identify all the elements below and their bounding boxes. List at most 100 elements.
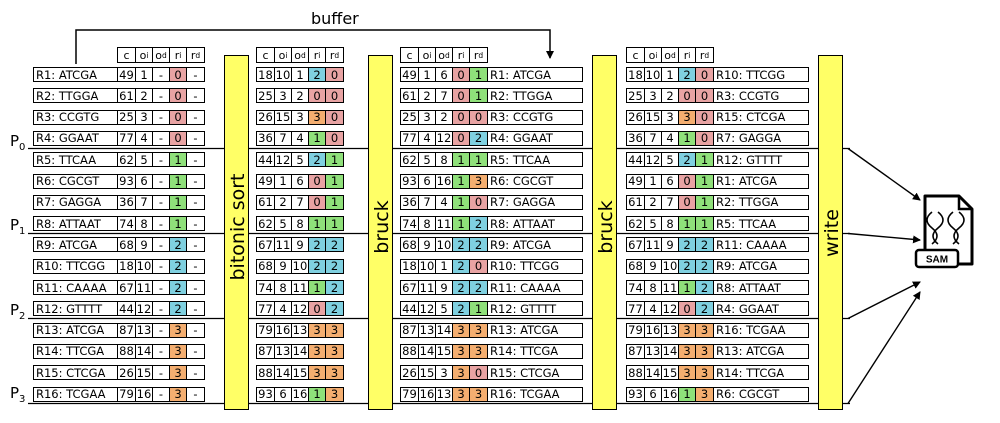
column-header-main: r	[473, 48, 479, 62]
cell-od: 5	[291, 152, 309, 168]
column-header-sub: d	[670, 50, 676, 60]
column-header-sub: d	[334, 50, 340, 60]
cell-od: 10	[661, 258, 679, 274]
cell-oi: 2	[644, 194, 662, 210]
cell-ri: 2	[678, 237, 696, 253]
cell-c: 87	[117, 322, 136, 338]
cell-c: 87	[400, 322, 419, 338]
cell-rd: 0	[469, 194, 488, 210]
cell-ri: 0	[678, 301, 696, 317]
cell-c: 26	[626, 109, 645, 125]
cell-ri: 1	[452, 216, 470, 232]
cell-rd: 1	[325, 152, 344, 168]
read-label: R9: ATCGA	[33, 237, 118, 253]
cell-c: 36	[626, 130, 645, 146]
cell-od: 14	[435, 322, 453, 338]
cell-od: -	[152, 237, 170, 253]
cell-ri: 2	[452, 237, 470, 253]
cell-c: 88	[626, 365, 645, 381]
cell-ri: 0	[169, 67, 187, 82]
cell-oi: 11	[274, 237, 292, 253]
cell-ri: 1	[452, 173, 470, 189]
cell-oi: 9	[274, 258, 292, 274]
process-letter: P	[10, 216, 20, 234]
cell-rd: 0	[469, 365, 488, 381]
read-label: R10: TTCGG	[487, 258, 583, 274]
read-label: R5: TTCAA	[487, 152, 583, 168]
cell-od: -	[152, 173, 170, 189]
cell-c: 25	[626, 88, 645, 104]
column-header-main: r	[329, 48, 335, 62]
process-index: 0	[19, 142, 26, 153]
cell-ri: 1	[308, 280, 326, 295]
cell-od: 6	[661, 173, 679, 189]
cell-rd: 1	[325, 194, 344, 210]
cell-ri: 3	[678, 322, 696, 338]
step-label: write	[820, 209, 843, 257]
cell-rd: 0	[325, 130, 344, 146]
read-label: R4: GGAAT	[713, 301, 809, 317]
column-header-sub: i	[285, 50, 288, 60]
cell-ri: 3	[169, 343, 187, 359]
read-label: R16: TCGAA	[33, 386, 118, 402]
read-label: R12: GTTTT	[713, 152, 809, 168]
cell-od: -	[152, 152, 170, 168]
step-bar: bruck	[368, 55, 393, 410]
cell-oi: 1	[135, 67, 153, 82]
cell-oi: 5	[418, 152, 436, 168]
cell-c: 44	[400, 301, 419, 317]
cell-oi: 6	[418, 173, 436, 189]
cell-od: 12	[435, 130, 453, 146]
cell-rd: 3	[325, 365, 344, 381]
cell-ri: 2	[169, 301, 187, 317]
cell-ri: 2	[678, 258, 696, 274]
column-header-main: c	[262, 48, 269, 62]
cell-rd: 3	[469, 343, 488, 359]
cell-oi: 16	[135, 386, 153, 402]
cell-c: 88	[256, 365, 275, 381]
read-label: R4: GGAAT	[487, 130, 583, 146]
read-label: R3: CCGTG	[33, 109, 118, 125]
cell-rd: 1	[325, 173, 344, 189]
cell-od: 16	[435, 173, 453, 189]
cell-od: 13	[661, 322, 679, 338]
cell-oi: 3	[418, 109, 436, 125]
cell-od: 12	[291, 301, 309, 317]
read-label: R7: GAGGA	[487, 194, 583, 210]
column-header-sub: d	[195, 50, 201, 60]
cell-c: 36	[117, 194, 136, 210]
cell-rd: 1	[469, 152, 488, 168]
cell-oi: 2	[135, 88, 153, 104]
cell-ri: 2	[678, 152, 696, 168]
cell-rd: 3	[325, 386, 344, 402]
output-arrow	[847, 281, 921, 320]
read-label: R12: GTTTT	[487, 301, 583, 317]
cell-c: 44	[117, 301, 136, 317]
cell-oi: 15	[135, 365, 153, 381]
cell-c: 87	[626, 343, 645, 359]
process-index: 2	[19, 311, 26, 322]
cell-od: 14	[661, 343, 679, 359]
cell-rd: 0	[695, 67, 714, 82]
cell-ri: 0	[452, 130, 470, 146]
cell-oi: 7	[418, 194, 436, 210]
cell-oi: 10	[274, 67, 292, 82]
cell-oi: 10	[644, 67, 662, 82]
read-label: R14: TTCGA	[713, 365, 809, 381]
read-label: R14: TTCGA	[33, 343, 118, 359]
column-header-main: r	[313, 48, 319, 62]
cell-rd: -	[186, 130, 205, 146]
column-header-main: r	[699, 48, 705, 62]
cell-ri: 0	[169, 130, 187, 146]
cell-c: 25	[256, 88, 275, 104]
cell-oi: 8	[644, 280, 662, 295]
cell-rd: 0	[695, 109, 714, 125]
sam-label-box	[914, 248, 960, 269]
cell-ri: 0	[169, 109, 187, 125]
step-bar: write	[818, 55, 843, 410]
cell-od: 6	[435, 67, 453, 82]
